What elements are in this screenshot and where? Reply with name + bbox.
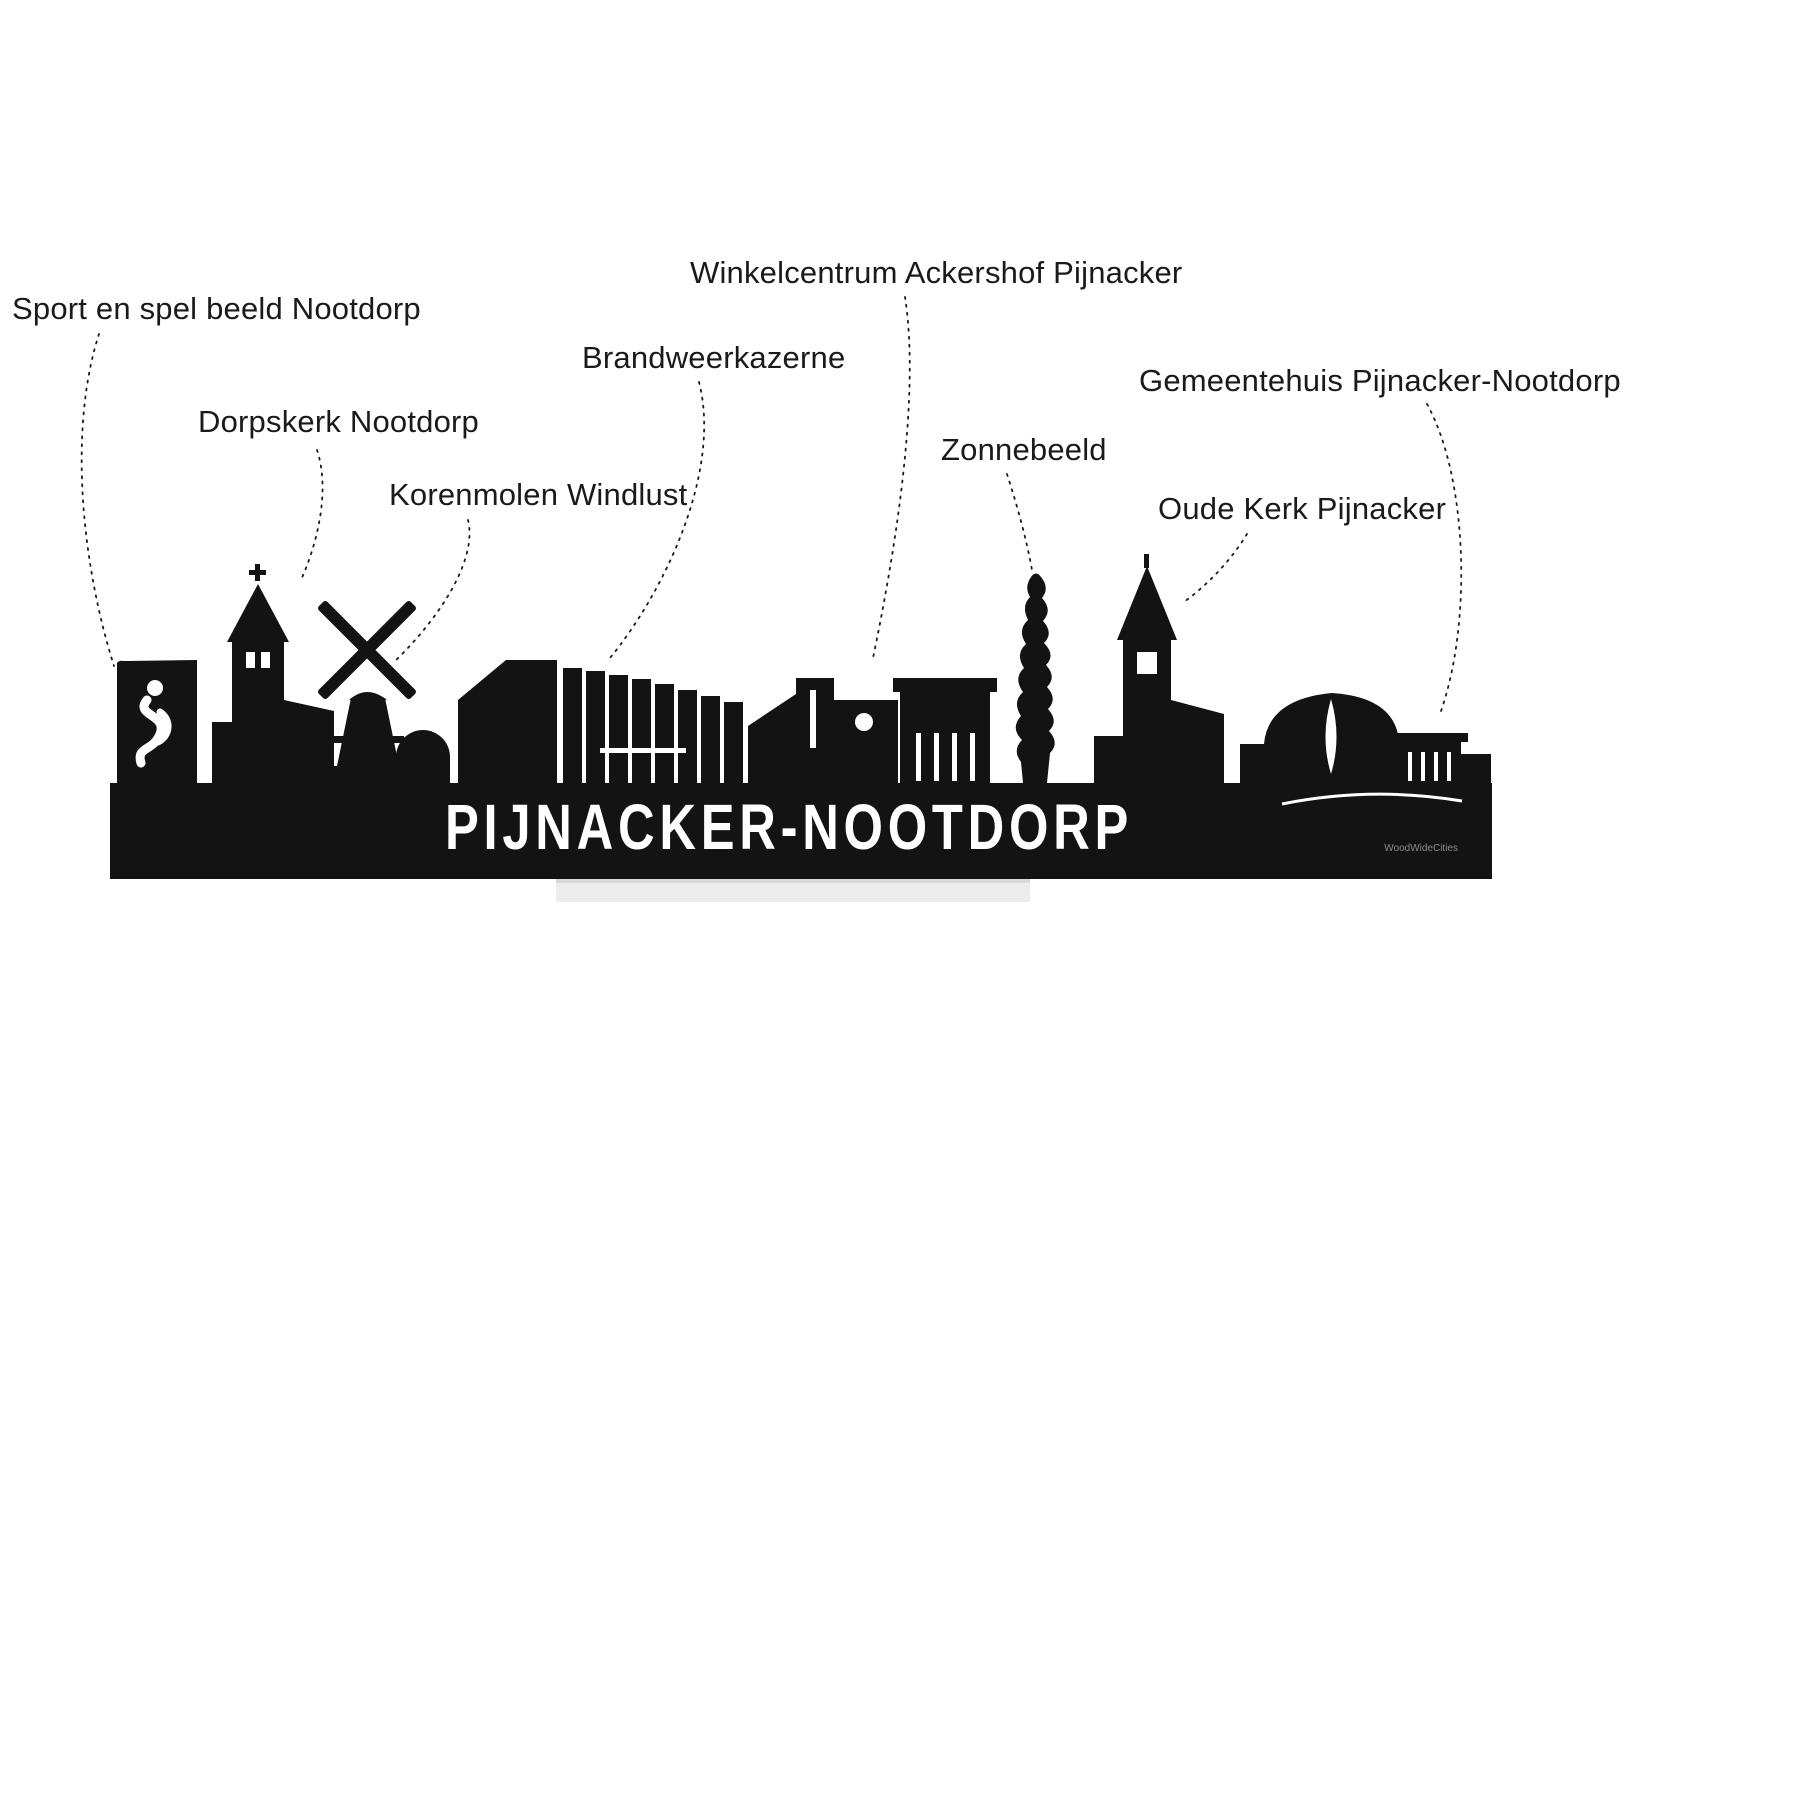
label-dorpskerk-nootdorp: Dorpskerk Nootdorp [198, 404, 479, 439]
skyline-base-band [110, 783, 1492, 879]
landmark-dome-building [396, 730, 450, 783]
display-stand [556, 879, 1030, 902]
leader-line-winkelcentrum [872, 296, 911, 659]
landmark-gemeentehuis [1240, 693, 1491, 783]
watermark-text: WoodWideCities [1384, 843, 1458, 854]
label-gemeentehuis-pijnacker-nootdorp: Gemeentehuis Pijnacker-Nootdorp [1139, 363, 1621, 398]
leader-line-zonnebeeld [1006, 473, 1033, 571]
label-zonnebeeld: Zonnebeeld [941, 432, 1107, 467]
skyline-silhouette: PIJNACKER-NOOTDORP WoodWideCities [110, 554, 1492, 879]
leader-line-sport-en-spel [80, 333, 115, 667]
leader-line-gemeentehuis [1426, 403, 1463, 715]
label-korenmolen-windlust: Korenmolen Windlust [389, 477, 688, 512]
leader-line-korenmolen [392, 519, 471, 664]
landmark-winkelcentrum-ackershof [748, 678, 997, 783]
leader-lines [80, 296, 1463, 715]
landmark-dorpskerk-nootdorp [212, 564, 334, 783]
leader-line-dorpskerk [299, 449, 324, 583]
base-swoosh-cutout [1281, 792, 1463, 806]
label-brandweerkazerne: Brandweerkazerne [582, 340, 846, 375]
label-winkelcentrum-ackershof-pijnacker: Winkelcentrum Ackershof Pijnacker [690, 255, 1183, 290]
skyline-title: PIJNACKER-NOOTDORP [445, 791, 1133, 863]
landmark-sport-en-spel-beeld [117, 660, 197, 783]
landmark-brandweerkazerne [458, 660, 743, 783]
landmark-korenmolen-windlust [318, 601, 416, 783]
leader-line-oude-kerk [1183, 533, 1248, 603]
label-oude-kerk-pijnacker: Oude Kerk Pijnacker [1158, 491, 1447, 526]
leader-line-brandweerkazerne [609, 381, 706, 659]
landmark-oude-kerk-pijnacker [1094, 554, 1224, 783]
landmark-zonnebeeld [1015, 573, 1055, 783]
label-sport-en-spel-beeld-nootdorp: Sport en spel beeld Nootdorp [12, 291, 421, 326]
